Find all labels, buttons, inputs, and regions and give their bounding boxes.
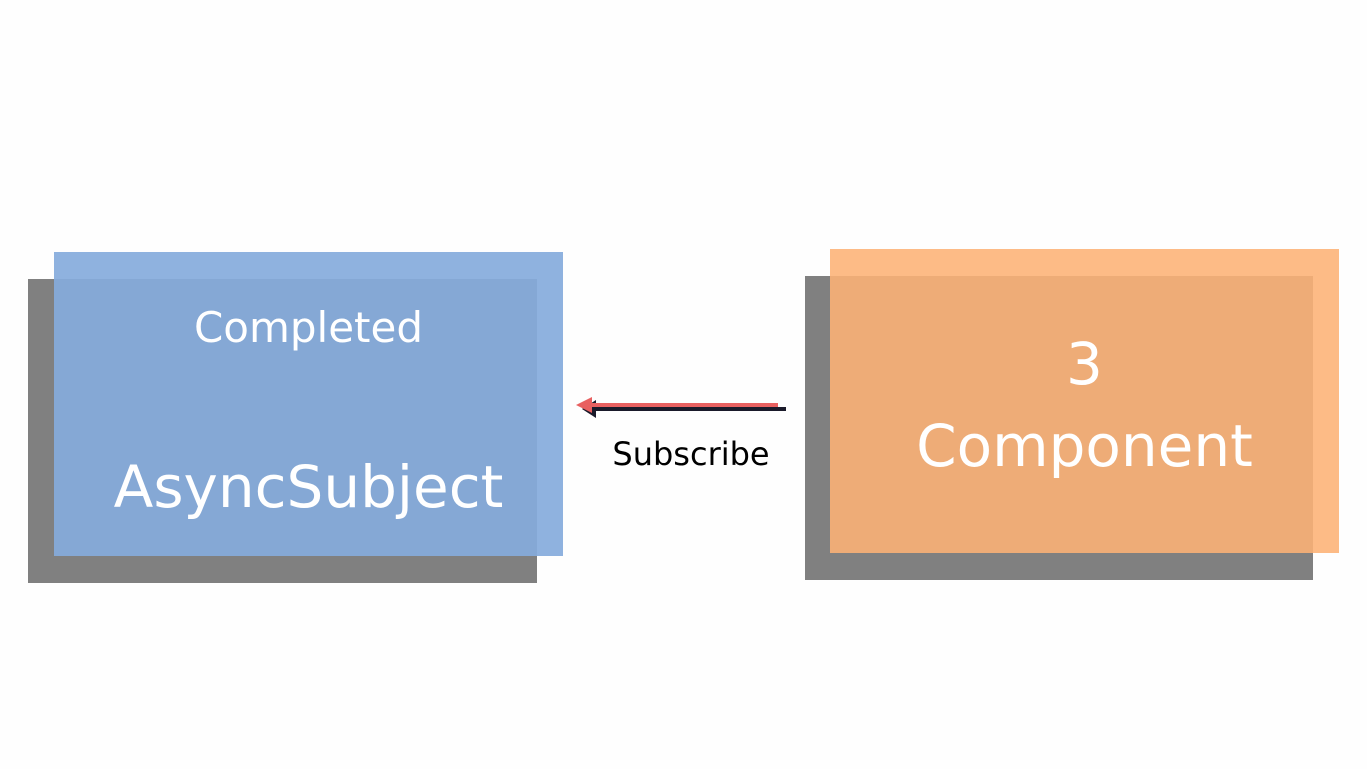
async-subject-box: Completed AsyncSubject [54,252,563,556]
subscribe-arrow [576,397,786,418]
component-name-label: Component [916,412,1253,480]
subject-status-label: Completed [193,303,424,352]
component-count-label: 3 [1066,330,1103,398]
subscribe-label: Subscribe [612,435,770,473]
component-box: 3 Component [830,249,1339,553]
subject-name-label: AsyncSubject [113,453,504,521]
arrow-accent-head [576,397,592,413]
